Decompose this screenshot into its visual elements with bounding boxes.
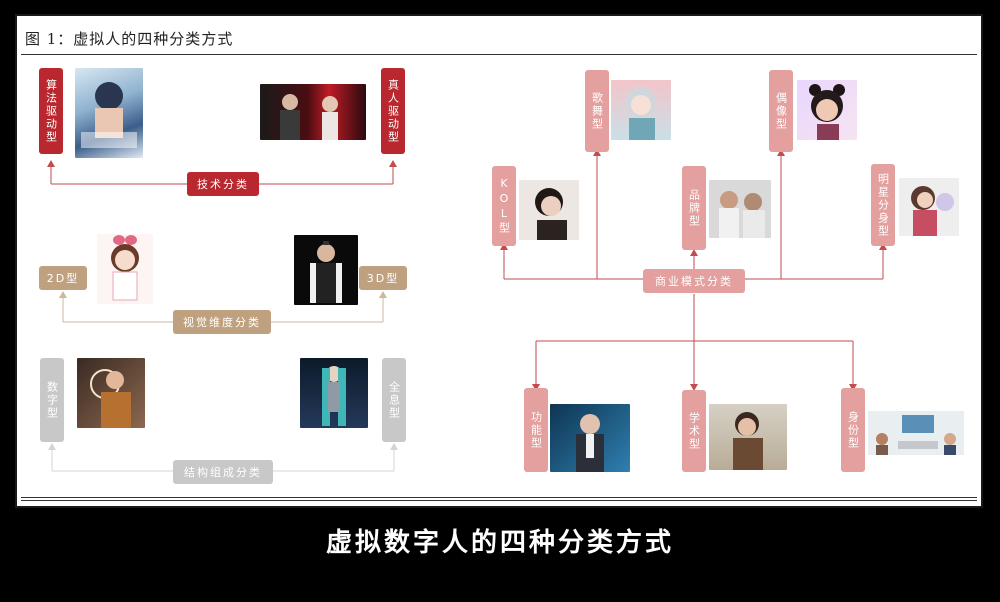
arrow-visual-right: [379, 291, 387, 298]
identity-avatar-image: [868, 411, 964, 455]
3d-avatar-image: [294, 235, 358, 305]
2d-avatar-image: [97, 234, 153, 304]
bottom-divider-double: [21, 500, 977, 501]
business-brand-node: 品牌型: [682, 166, 706, 250]
functional-avatar-image: [550, 404, 630, 472]
digital-avatar-image: [77, 358, 145, 428]
business-idol-node: 偶像型: [769, 70, 793, 152]
arrow-tech-right: [389, 160, 397, 167]
structure-right-node: 全息型: [382, 358, 406, 442]
visual-left-node: 2D型: [39, 266, 87, 290]
business-functional-node: 功能型: [524, 388, 548, 472]
business-identity-node: 身份型: [841, 388, 865, 472]
business-celebrity-clone-node: 明星分身型: [871, 164, 895, 246]
title-divider: [21, 54, 977, 55]
business-singer-dancer-node: 歌舞型: [585, 70, 609, 152]
kol-avatar-image: [519, 180, 579, 240]
academic-avatar-image: [709, 404, 787, 470]
arrow-tech-left: [47, 160, 55, 167]
idol-avatar-image: [797, 80, 857, 140]
business-kol-node: KOL型: [492, 166, 516, 246]
algorithm-driven-avatar-image: [75, 68, 143, 158]
visual-right-node: 3D型: [359, 266, 407, 290]
visual-root-node: 视觉维度分类: [173, 310, 271, 334]
celebrity-clone-avatar-image: [899, 178, 959, 236]
brand-avatar-image: [709, 180, 771, 238]
structure-root-node: 结构组成分类: [173, 460, 273, 484]
figure-title: 图 1：虚拟人的四种分类方式: [25, 30, 234, 48]
tech-left-node: 算法驱动型: [39, 68, 63, 154]
structure-left-node: 数字型: [40, 358, 64, 442]
human-driven-avatar-image: [260, 84, 366, 140]
business-arrows: [500, 149, 887, 391]
business-top-connectors: [503, 154, 884, 386]
arrow-structure-left: [48, 443, 56, 450]
arrow-structure-right: [390, 443, 398, 450]
tech-root-node: 技术分类: [187, 172, 259, 196]
business-root-node: 商业模式分类: [643, 269, 745, 293]
figure-frame: 图 1：虚拟人的四种分类方式: [15, 14, 983, 508]
business-academic-node: 学术型: [682, 390, 706, 472]
tech-right-node: 真人驱动型: [381, 68, 405, 154]
singer-avatar-image: [611, 80, 671, 140]
video-caption: 虚拟数字人的四种分类方式: [325, 528, 674, 558]
arrow-visual-left: [59, 291, 67, 298]
holographic-avatar-image: [300, 358, 368, 428]
bottom-divider: [21, 497, 977, 498]
connector-lines: [47, 149, 887, 472]
